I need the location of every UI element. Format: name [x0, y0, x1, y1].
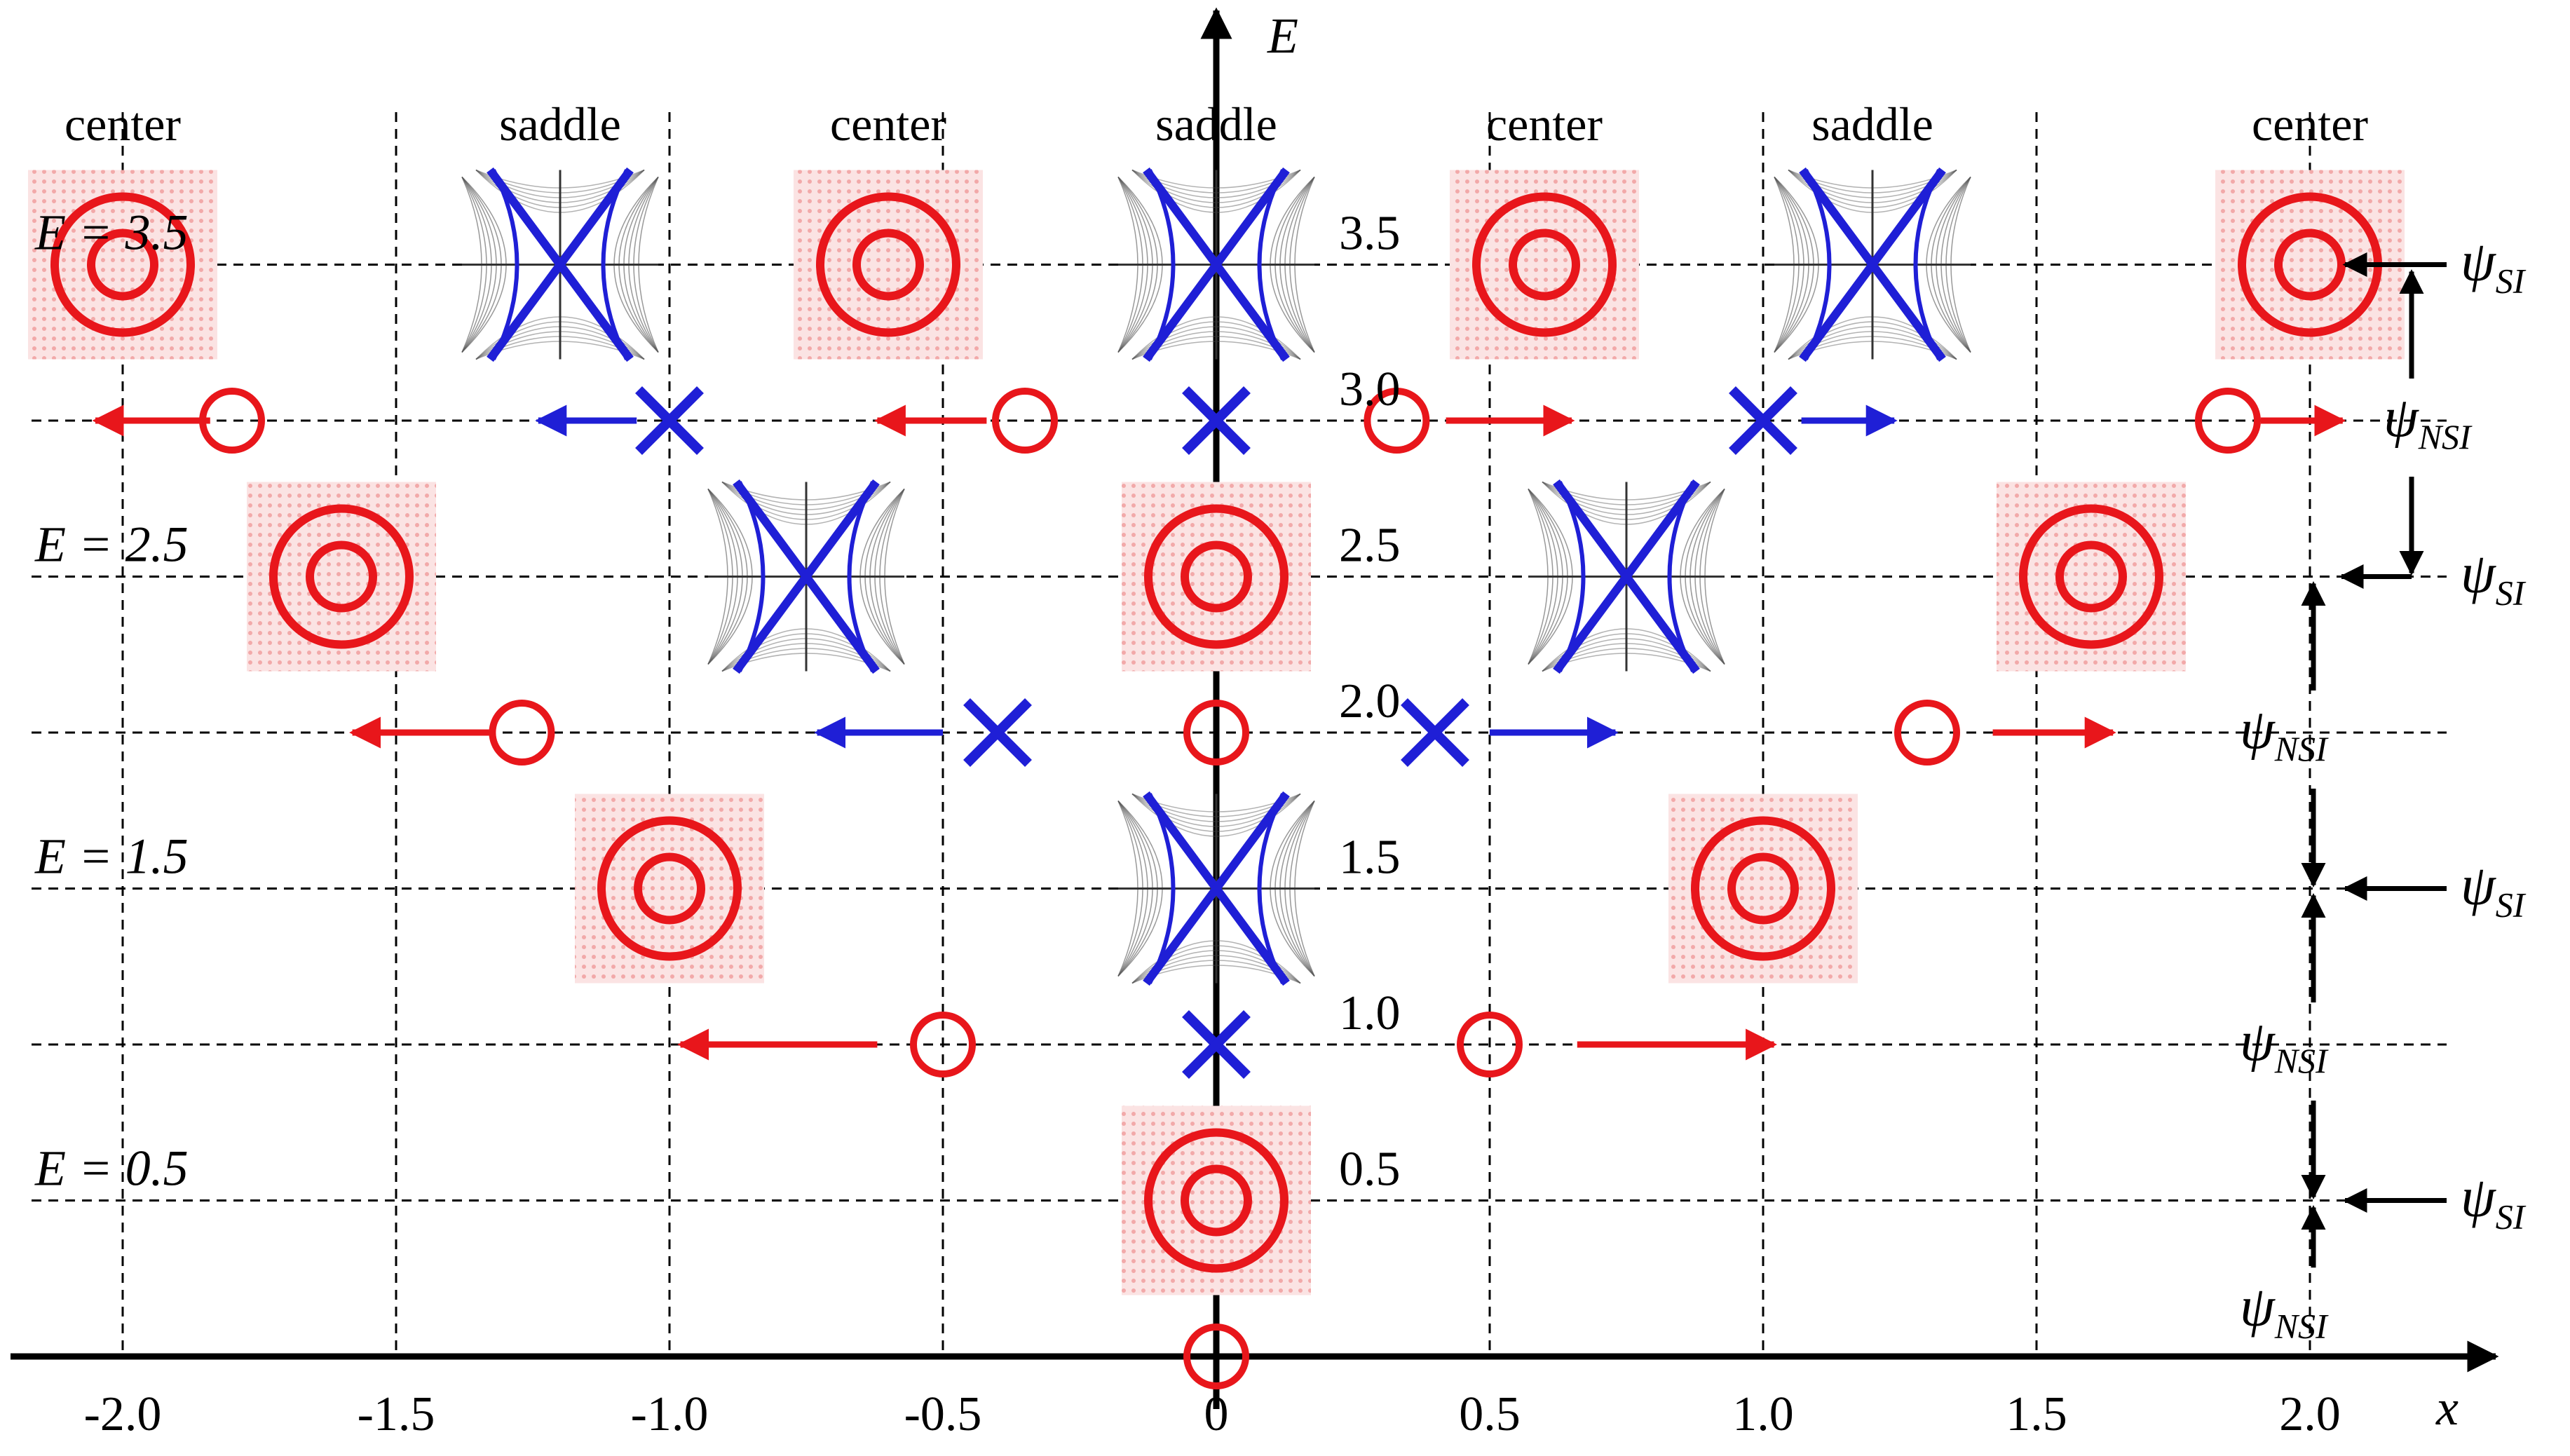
x-tick-label: -1.5 — [358, 1387, 435, 1441]
saddle-point-marker — [1182, 386, 1251, 455]
center-point-marker — [1364, 388, 1430, 454]
portrait-type-label: saddle — [1811, 97, 1933, 151]
x-tick-label: 0.5 — [1459, 1387, 1521, 1441]
center-point-marker — [2195, 388, 2261, 454]
psi-label: ψSI — [2461, 231, 2527, 301]
x-tick-label: 1.0 — [1732, 1387, 1794, 1441]
e-tick-label: 2.0 — [1339, 674, 1401, 728]
psi-subscript: SI — [2496, 1197, 2527, 1237]
x-tick-label: 1.5 — [2006, 1387, 2067, 1441]
x-tick-label: -0.5 — [904, 1387, 982, 1441]
psi-symbol: ψ — [2461, 855, 2496, 917]
e-tick-label: 3.0 — [1339, 362, 1401, 416]
center-point-marker — [1457, 1012, 1523, 1077]
saddle-point-marker — [963, 698, 1032, 767]
y-axis-label: E — [1267, 8, 1298, 64]
center-portrait — [247, 482, 436, 672]
psi-subscript: NSI — [2418, 417, 2473, 456]
portrait-type-label: center — [2252, 97, 2368, 151]
e-tick-label: 0.5 — [1339, 1143, 1401, 1197]
saddle-portrait — [461, 167, 659, 362]
psi-symbol: ψ — [2461, 231, 2496, 293]
energy-level-label: E = 2.5 — [34, 517, 189, 573]
x-tick-label: -2.0 — [84, 1387, 162, 1441]
psi-symbol: ψ — [2461, 1167, 2496, 1229]
flow-arrows — [92, 252, 2447, 1268]
psi-symbol: ψ — [2240, 1276, 2276, 1338]
x-tick-label: 0 — [1204, 1387, 1229, 1441]
e-tick-label: 1.0 — [1339, 986, 1401, 1040]
labels: E x -2.0 -1.5 -1.0 -0.5 0 0.5 1.0 1.5 2.0 0.5 1.0 1… — [34, 8, 2527, 1441]
psi-label: ψSI — [2461, 1167, 2527, 1237]
portrait-type-label: saddle — [1155, 97, 1277, 151]
center-portrait — [1668, 794, 1858, 984]
saddle-portrait — [1117, 791, 1315, 986]
center-point-marker — [1183, 1324, 1249, 1389]
psi-symbol: ψ — [2240, 1011, 2276, 1073]
psi-label: ψNSI — [2240, 699, 2329, 768]
center-portrait — [1122, 1105, 1311, 1295]
center-portrait — [1450, 170, 1639, 360]
energy-level-label: E = 3.5 — [34, 205, 189, 261]
phase-portraits — [28, 167, 2405, 1295]
portrait-type-label: center — [1486, 97, 1603, 151]
saddle-portrait — [707, 479, 905, 674]
saddle-portrait — [1528, 479, 1725, 674]
center-portrait — [794, 170, 983, 360]
psi-symbol: ψ — [2384, 387, 2419, 449]
psi-subscript: NSI — [2274, 1041, 2329, 1080]
psi-subscript: SI — [2496, 885, 2527, 925]
portrait-type-label: center — [830, 97, 946, 151]
psi-label: ψNSI — [2384, 387, 2473, 456]
center-portrait — [575, 794, 764, 984]
center-point-marker — [1183, 700, 1249, 766]
portrait-type-label: saddle — [499, 97, 621, 151]
center-point-marker — [1894, 700, 1960, 766]
saddle-portrait — [1774, 167, 1971, 362]
psi-label: ψSI — [2461, 855, 2527, 925]
x-tick-label: -1.0 — [631, 1387, 709, 1441]
saddle-point-marker — [1401, 698, 1469, 767]
psi-label: ψNSI — [2240, 1011, 2329, 1080]
center-portrait — [1122, 482, 1311, 672]
psi-subscript: SI — [2496, 573, 2527, 613]
portrait-type-label: center — [64, 97, 181, 151]
center-point-marker — [910, 1012, 976, 1077]
e-tick-label: 1.5 — [1339, 831, 1401, 885]
psi-label: ψNSI — [2240, 1276, 2329, 1345]
psi-symbol: ψ — [2240, 699, 2276, 761]
center-portrait — [1997, 482, 2186, 672]
psi-subscript: SI — [2496, 261, 2527, 301]
energy-level-label: E = 0.5 — [34, 1141, 189, 1197]
saddle-point-marker — [1729, 386, 1797, 455]
saddle-point-marker — [635, 386, 704, 455]
center-portrait — [28, 170, 217, 360]
e-tick-label: 2.5 — [1339, 519, 1401, 573]
psi-label: ψSI — [2461, 543, 2527, 613]
psi-subscript: NSI — [2274, 729, 2329, 768]
center-point-marker — [992, 388, 1058, 454]
equilibrium-markers — [199, 386, 2261, 1389]
e-tick-label: 3.5 — [1339, 207, 1401, 261]
saddle-portrait — [1117, 167, 1315, 362]
x-axis-label: x — [2435, 1380, 2459, 1436]
psi-symbol: ψ — [2461, 543, 2496, 605]
center-point-marker — [489, 700, 555, 766]
x-tick-label: 2.0 — [2279, 1387, 2341, 1441]
psi-subscript: NSI — [2274, 1306, 2329, 1345]
saddle-point-marker — [1182, 1010, 1251, 1079]
energy-level-label: E = 1.5 — [34, 829, 189, 885]
